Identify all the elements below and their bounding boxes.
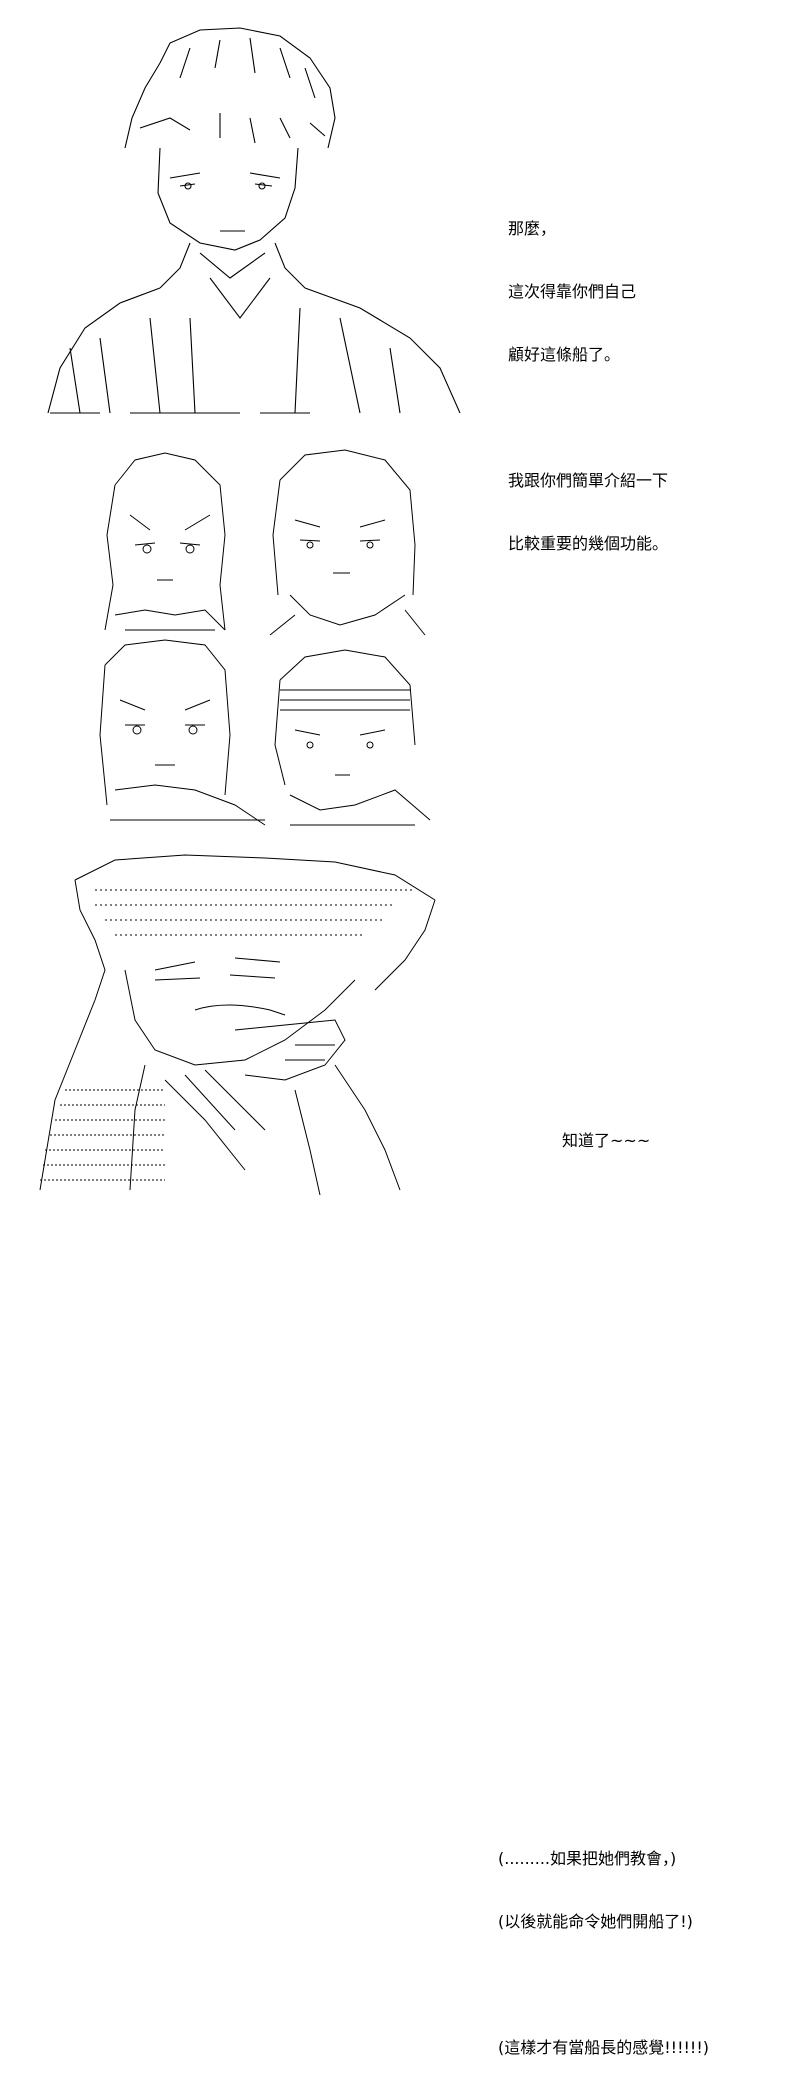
dialogue-panel-2: 知道了~~~ [562,1088,650,1193]
dialogue-panel-1: 那麼， 這次得靠你們自己 顧好這條船了。 我跟你們簡單介紹一下 比較重要的幾個功… [508,176,668,596]
panel-3: (.........如果把她們教會，) (以後就能命令她們開船了!) (這樣才有… [0,830,800,2057]
dialogue-line: 這次得靠你們自己 [508,282,637,301]
dialogue-spacer [508,407,668,428]
dialogue-line: 知道了~~~ [562,1131,651,1150]
dialogue-spacer [498,1974,709,1995]
dialogue-line: (以後就能命令她們開船了!) [498,1912,693,1931]
dialogue-line: 比較重要的幾個功能。 [508,534,669,553]
ascii-art-character-smirking [35,850,465,1195]
ascii-art-character-captain [40,18,480,433]
panel-2: 知道了~~~ [0,440,800,1150]
ascii-art-four-crew-members [95,445,465,830]
dialogue-line: (這樣才有當船長的感覺!!!!!!) [498,2038,709,2057]
dialogue-line: 那麼， [508,219,557,238]
dialogue-line: 我跟你們簡單介紹一下 [508,471,669,490]
dialogue-line: (.........如果把她們教會，) [498,1849,677,1868]
dialogue-line: 顧好這條船了。 [508,345,621,364]
dialogue-panel-3: (.........如果把她們教會，) (以後就能命令她們開船了!) (這樣才有… [498,1806,709,2100]
panel-1: 那麼， 這次得靠你們自己 顧好這條船了。 我跟你們簡單介紹一下 比較重要的幾個功… [0,0,800,553]
